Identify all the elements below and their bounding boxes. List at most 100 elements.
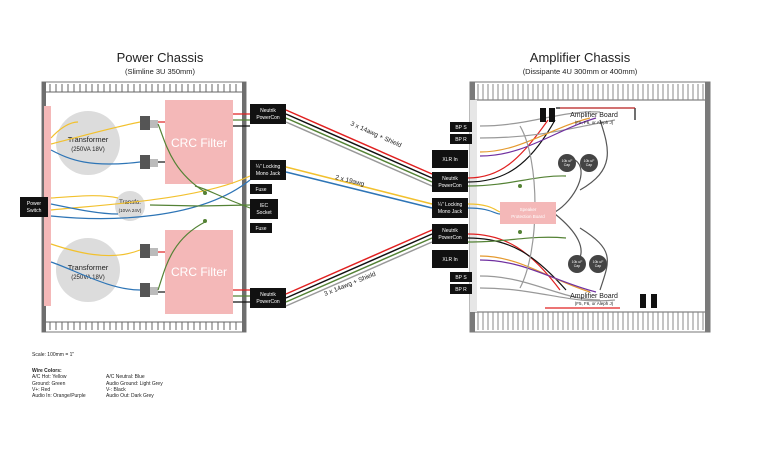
svg-text:PowerCon: PowerCon xyxy=(438,235,462,241)
svg-text:¼" Locking: ¼" Locking xyxy=(256,164,281,170)
legend-item: Audio Out: Dark Grey xyxy=(106,393,154,400)
svg-text:(250VA 18V): (250VA 18V) xyxy=(71,275,105,281)
amp-neutrik-top[interactable]: Neutrik PowerCon xyxy=(432,172,468,192)
svg-text:Transformer: Transformer xyxy=(68,263,109,272)
svg-text:XLR In: XLR In xyxy=(442,157,458,163)
legend-item: Audio Ground: Light Grey xyxy=(106,380,163,387)
transformer-top: Transformer (250VA 18V) xyxy=(56,111,120,175)
ground-point xyxy=(518,230,522,234)
svg-text:Amplifier Board: Amplifier Board xyxy=(570,293,618,300)
svg-text:Protection Board: Protection Board xyxy=(511,214,545,219)
heatsink-fins xyxy=(477,84,704,330)
svg-text:Neutrik: Neutrik xyxy=(260,108,276,114)
svg-text:10k uF: 10k uF xyxy=(562,159,573,163)
svg-text:Cap: Cap xyxy=(574,264,580,268)
bp-s-top[interactable]: BP S xyxy=(450,122,472,132)
legend-item: Audio In: Orange/Purple xyxy=(32,393,86,400)
capacitor-bottom-left: 10k uF Cap xyxy=(568,255,586,273)
svg-text:PowerCon: PowerCon xyxy=(256,115,280,121)
svg-text:PowerCon: PowerCon xyxy=(438,183,462,189)
svg-text:Transformer: Transformer xyxy=(68,135,109,144)
capacitor-bottom-right: 10k uF Cap xyxy=(589,255,607,273)
ground-point xyxy=(203,191,207,195)
power-mono-jack[interactable]: ¼" Locking Mono Jack xyxy=(250,160,286,180)
power-internal-wires xyxy=(50,113,251,303)
svg-text:Mono Jack: Mono Jack xyxy=(438,209,463,215)
legend-item: V-: Black xyxy=(106,386,126,393)
wire-color-legend: Wire Colors: A/C Hot: Yellow A/C Neutral:… xyxy=(32,368,163,399)
legend-item: Ground: Green xyxy=(32,380,66,387)
svg-text:10k uF: 10k uF xyxy=(584,159,595,163)
xlr-in-bottom[interactable]: XLR In xyxy=(432,250,468,268)
umbilical-cable-mid xyxy=(285,166,433,209)
crc-filter-bottom: CRC Filter xyxy=(165,230,233,314)
iec-socket[interactable]: IEC Socket xyxy=(250,199,278,219)
crc-filter-top: CRC Filter xyxy=(165,100,233,184)
power-chassis-subtitle: (Slimline 3U 350mm) xyxy=(125,67,196,76)
svg-text:¼" Locking: ¼" Locking xyxy=(438,202,463,208)
amplifier-chassis-title: Amplifier Chassis xyxy=(530,50,631,65)
ground-point xyxy=(203,219,207,223)
legend-item: A/C Neutral: Blue xyxy=(106,374,145,381)
scale-note: Scale: 100mm = 1" xyxy=(32,352,75,358)
svg-text:(F5, F6, or Aleph J): (F5, F6, or Aleph J) xyxy=(575,301,614,306)
capacitor-top-right: 10k uF Cap xyxy=(580,154,598,172)
svg-text:10k uF: 10k uF xyxy=(593,260,604,264)
svg-text:BP R: BP R xyxy=(455,137,467,143)
bp-r-top[interactable]: BP R xyxy=(450,134,472,144)
svg-text:(F5, F6, or Aleph J): (F5, F6, or Aleph J) xyxy=(575,120,614,125)
capacitor-top-left: 10k uF Cap xyxy=(558,154,576,172)
svg-text:(250VA 18V): (250VA 18V) xyxy=(71,147,105,153)
legend-heading: Wire Colors: xyxy=(32,368,62,374)
wire-label-mid: 2 x 19awg xyxy=(335,174,366,188)
speaker-protection-board: Speaker Protection Board xyxy=(500,202,556,224)
xlr-in-top[interactable]: XLR In xyxy=(432,150,468,168)
amp-mono-jack[interactable]: ¼" Locking Mono Jack xyxy=(432,198,468,218)
legend-item: V+: Red xyxy=(32,386,51,393)
svg-text:Cap: Cap xyxy=(595,264,601,268)
power-neutrik-top[interactable]: Neutrik PowerCon xyxy=(250,104,286,124)
svg-text:Power: Power xyxy=(27,201,42,207)
power-fuse-bottom[interactable]: Fuse xyxy=(250,223,272,233)
svg-text:CRC Filter: CRC Filter xyxy=(171,136,227,150)
svg-text:Switch: Switch xyxy=(27,208,42,214)
svg-text:BP R: BP R xyxy=(455,287,467,293)
svg-text:Neutrik: Neutrik xyxy=(442,176,458,182)
amp-neutrik-bottom[interactable]: Neutrik PowerCon xyxy=(432,224,468,244)
amplifier-board-top: Amplifier Board (F5, F6, or Aleph J) xyxy=(560,107,635,125)
transformer-bottom: Transformer (250VA 18V) xyxy=(56,238,120,302)
legend-item: A/C Hot: Yellow xyxy=(32,374,67,381)
svg-text:Neutrik: Neutrik xyxy=(442,228,458,234)
svg-text:Neutrik: Neutrik xyxy=(260,292,276,298)
amplifier-board-bottom: Amplifier Board (F5, F6, or Aleph J) xyxy=(570,293,618,306)
umbilical-cable-bottom xyxy=(285,229,433,307)
power-neutrik-bottom[interactable]: Neutrik PowerCon xyxy=(250,288,286,308)
svg-text:Cap: Cap xyxy=(564,163,570,167)
svg-text:Cap: Cap xyxy=(586,163,592,167)
svg-text:PowerCon: PowerCon xyxy=(256,299,280,305)
svg-text:Fuse: Fuse xyxy=(255,187,266,193)
svg-text:BP S: BP S xyxy=(455,125,467,131)
rectifier-blocks xyxy=(140,116,158,297)
svg-text:Mono Jack: Mono Jack xyxy=(256,171,281,177)
bp-s-bottom[interactable]: BP S xyxy=(450,272,472,282)
power-fuse-top[interactable]: Fuse xyxy=(250,184,272,194)
umbilical-cable-top xyxy=(285,109,433,187)
svg-text:IEC: IEC xyxy=(260,203,269,209)
ground-point xyxy=(518,184,522,188)
output-transistors xyxy=(540,108,657,308)
amplifier-chassis-subtitle: (Dissipante 4U 300mm or 400mm) xyxy=(523,67,638,76)
power-switch[interactable]: Power Switch xyxy=(20,197,48,217)
svg-text:XLR In: XLR In xyxy=(442,257,458,263)
svg-text:CRC Filter: CRC Filter xyxy=(171,265,227,279)
svg-text:BP S: BP S xyxy=(455,275,467,281)
svg-text:Speaker: Speaker xyxy=(520,207,537,212)
svg-text:Amplifier Board: Amplifier Board xyxy=(570,112,618,119)
svg-text:10k uF: 10k uF xyxy=(572,260,583,264)
svg-text:Fuse: Fuse xyxy=(255,226,266,232)
svg-text:(10VA 24V): (10VA 24V) xyxy=(119,208,142,213)
power-chassis-title: Power Chassis xyxy=(117,50,204,65)
bp-r-bottom[interactable]: BP R xyxy=(450,284,472,294)
